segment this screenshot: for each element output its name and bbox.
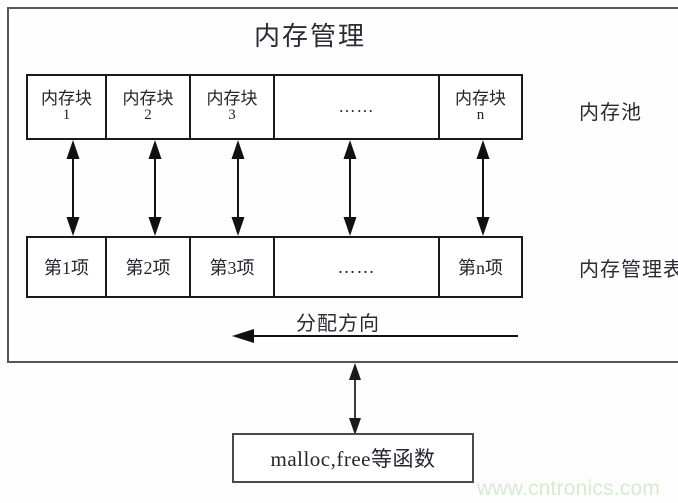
- link-arrow-3: [230, 140, 246, 236]
- memory-table-cell-1: 第1项: [28, 238, 107, 296]
- memory-pool-cell-1: 内存块 1: [28, 76, 107, 138]
- watermark-text: www.cntronics.com: [477, 477, 661, 500]
- double-arrow-icon: [476, 140, 490, 236]
- table-entry-label: 第1项: [44, 258, 89, 278]
- double-arrow-icon: [66, 140, 80, 236]
- memory-pool-cell-n: 内存块 n: [440, 76, 521, 138]
- memory-table-label: 内存管理表: [579, 257, 678, 281]
- allocation-direction-label: 分配方向: [296, 311, 380, 335]
- double-arrow-icon: [148, 140, 162, 236]
- function-box: malloc,free等函数: [232, 433, 474, 483]
- memory-block-name: 内存块: [206, 89, 258, 109]
- arrow-left-icon: [232, 329, 518, 343]
- table-entry-label: 第n项: [458, 258, 503, 278]
- function-box-label: malloc,free等函数: [270, 447, 436, 471]
- memory-pool-cell-3: 内存块 3: [191, 76, 275, 138]
- table-entry-label: 第2项: [125, 258, 171, 278]
- allocation-direction-arrow: [232, 328, 518, 344]
- link-arrow-4: [342, 140, 358, 236]
- double-arrow-icon: [231, 140, 245, 236]
- memory-block-index: n: [476, 107, 485, 124]
- ellipsis-text: ……: [337, 256, 376, 277]
- memory-block-index: 2: [144, 107, 152, 124]
- link-arrow-2: [147, 140, 163, 236]
- memory-table-cell-n: 第n项: [440, 238, 521, 296]
- memory-pool-row: 内存块 1 内存块 2 内存块 3 …… 内存块 n: [26, 74, 523, 140]
- table-entry-label: 第3项: [209, 258, 255, 278]
- link-arrow-5: [475, 140, 491, 236]
- memory-table-cell-3: 第3项: [191, 238, 275, 296]
- memory-pool-cell-ellipsis: ……: [275, 76, 440, 138]
- function-connector-arrow: [347, 363, 363, 435]
- memory-block-name: 内存块: [41, 89, 92, 109]
- memory-block-name: 内存块: [122, 89, 174, 109]
- diagram-title: 内存管理: [253, 22, 366, 52]
- link-arrow-1: [65, 140, 81, 236]
- memory-table-cell-ellipsis: ……: [275, 238, 440, 296]
- double-arrow-icon: [349, 363, 361, 435]
- memory-block-index: 3: [228, 107, 236, 124]
- memory-block-name: 内存块: [455, 89, 506, 109]
- memory-block-index: 1: [62, 107, 71, 124]
- memory-table-cell-2: 第2项: [107, 238, 191, 296]
- double-arrow-icon: [343, 140, 357, 236]
- memory-pool-cell-2: 内存块 2: [107, 76, 191, 138]
- memory-management-frame: [7, 7, 678, 363]
- ellipsis-text: ……: [338, 96, 375, 116]
- memory-table-row: 第1项 第2项 第3项 …… 第n项: [26, 236, 523, 298]
- memory-pool-label: 内存池: [579, 100, 642, 124]
